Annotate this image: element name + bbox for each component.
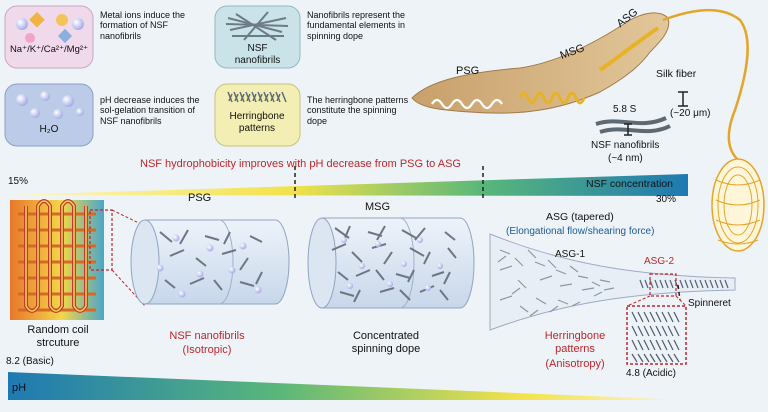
psg-cylinder xyxy=(131,220,289,304)
herringbone-state: (Anisotropy) xyxy=(530,358,620,371)
stage-asg-force: (Elongational flow/shearing force) xyxy=(506,226,654,238)
nanofibril-size-label: 5.8 S xyxy=(613,104,636,116)
herringbone-name: Herringbone patterns xyxy=(530,330,620,355)
nanofibrils-box-label: NSF nanofibrils xyxy=(225,43,290,66)
silkworm-body xyxy=(412,13,669,113)
msg-cylinder xyxy=(308,218,474,308)
metal-ions-box xyxy=(5,6,93,68)
isotropic-name: NSF nanofibrils xyxy=(147,330,267,343)
ph-label: pH xyxy=(12,382,26,395)
stage-msg-label: MSG xyxy=(365,201,390,214)
metal-ions-description: Metal ions induce the formation of NSF n… xyxy=(100,10,210,41)
stage-asg-label: ASG (tapered) xyxy=(546,211,614,223)
ph-end: 4.8 (Acidic) xyxy=(626,368,676,380)
hydrophobicity-note: NSF hydrophobicity improves with pH decr… xyxy=(140,158,461,171)
nanofibrils-description: Nanofibrils represent the fundamental el… xyxy=(307,10,417,41)
fiber-size-bar xyxy=(678,92,688,106)
asg-taper xyxy=(490,234,735,330)
concentration-label: NSF concentration xyxy=(586,178,673,190)
water-box-label: H₂O xyxy=(5,124,93,136)
ph-start: 8.2 (Basic) xyxy=(6,356,54,368)
fiber-size-label: (~20 μm) xyxy=(670,108,711,120)
silkworm-psg-label: PSG xyxy=(456,65,479,78)
nanofibril-width-label: (~4 nm) xyxy=(608,153,643,165)
concentration-end: 30% xyxy=(656,194,676,206)
nanofibril-name-label: NSF nanofibrils xyxy=(591,140,659,152)
ph-wedge xyxy=(8,372,688,400)
herringbone-description: The herringbone patterns constitute the … xyxy=(307,95,412,126)
concentration-start: 15% xyxy=(8,176,28,188)
single-nanofibril xyxy=(596,118,666,124)
random-coil-label: Random coil strcuture xyxy=(8,324,108,349)
metal-ions-box-label: Na⁺/K⁺/Ca²⁺/Mg²⁺ xyxy=(5,45,93,56)
water-description: pH decrease induces the sol-gelation tra… xyxy=(100,95,210,126)
silk-fiber-strand xyxy=(663,10,748,160)
isotropic-state: (Isotropic) xyxy=(147,344,267,357)
stage-psg-label: PSG xyxy=(188,192,211,205)
stage-asg2-label: ASG-2 xyxy=(644,256,674,268)
spinneret-label: Spinneret xyxy=(688,298,731,310)
stage-asg1-label: ASG-1 xyxy=(555,249,585,261)
herringbone-box-label: Herringbone patterns xyxy=(222,111,292,134)
silk-fiber-label: Silk fiber xyxy=(656,68,696,80)
concentrated-dope-label: Concentrated spinning dope xyxy=(336,330,436,355)
